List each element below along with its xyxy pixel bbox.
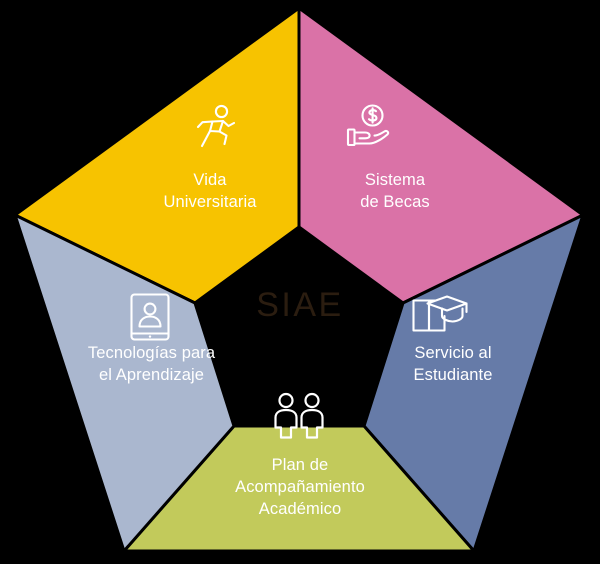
center-label: SIAE [256,286,344,324]
segment-tecnologias-para-el-aprendizaje[interactable] [12,212,236,554]
